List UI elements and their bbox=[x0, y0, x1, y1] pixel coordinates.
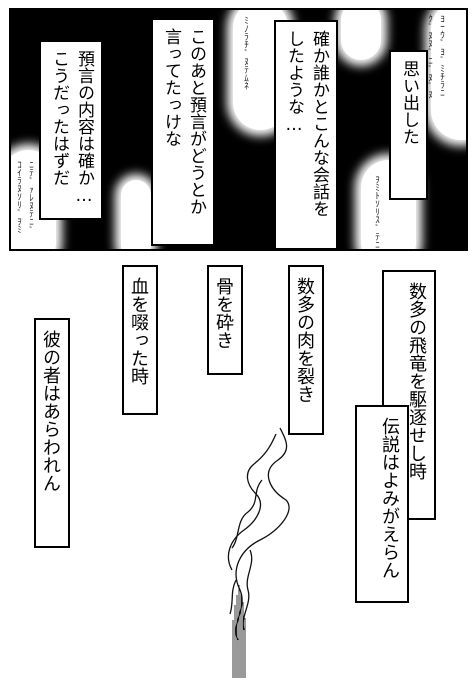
background-murmur: ｦﾐﾄｿﾘｽﾞﾃﾆﾃﾞ bbox=[371, 175, 381, 251]
glow-shape bbox=[431, 10, 466, 140]
speech-box-prophecy-content: 預言の内容は確か… こうだったはずだ bbox=[39, 40, 103, 220]
prophecy-box-blood: 血を啜った時 bbox=[122, 265, 158, 415]
prophecy-box-legend: 伝説はよみがえらん bbox=[355, 405, 409, 603]
speech-box-conversation: 確か誰かとこんな会話を したような… bbox=[274, 20, 338, 249]
background-murmur: ﾆﾃﾞｧﾚﾇﾃﾆﾞ bbox=[25, 160, 35, 234]
background-murmur: ﾖｰｳﾞﾖﾞﾐﾁﾗﾆ bbox=[436, 14, 446, 96]
glow-shape bbox=[121, 180, 151, 249]
prophecy-box-appearance: 彼の者はあらわれん bbox=[34, 318, 70, 548]
prophecy-box-flesh: 数多の肉を裂き bbox=[288, 265, 324, 435]
background-murmur: ﾐﾉﾗﾁﾞﾇﾃﾑﾈ bbox=[240, 16, 250, 89]
top-panel: ﾖｰｳﾞﾖﾞﾐﾁﾗﾆ ｸﾞﾇﾇﾞﾆﾞﾇﾞﾇ ﾐﾉﾗﾁﾞﾇﾃﾑﾈ ｦﾐﾄｿﾘｽﾞﾃ… bbox=[9, 8, 468, 251]
speech-box-prophecy-talk: このあと預言がどうとか 言ってたっけな bbox=[151, 18, 215, 246]
prophecy-box-bones: 骨を砕き bbox=[207, 265, 243, 375]
background-murmur: ｺｲﾗﾇｿﾘﾞｦﾐ bbox=[13, 160, 23, 233]
glow-shape bbox=[341, 10, 381, 60]
background-murmur: ｸﾞﾇﾇﾞﾆﾞﾇﾞﾇ bbox=[424, 14, 434, 98]
smoke-wisp-illustration bbox=[227, 427, 290, 678]
speech-box-remembered: 思い出した bbox=[389, 50, 428, 200]
